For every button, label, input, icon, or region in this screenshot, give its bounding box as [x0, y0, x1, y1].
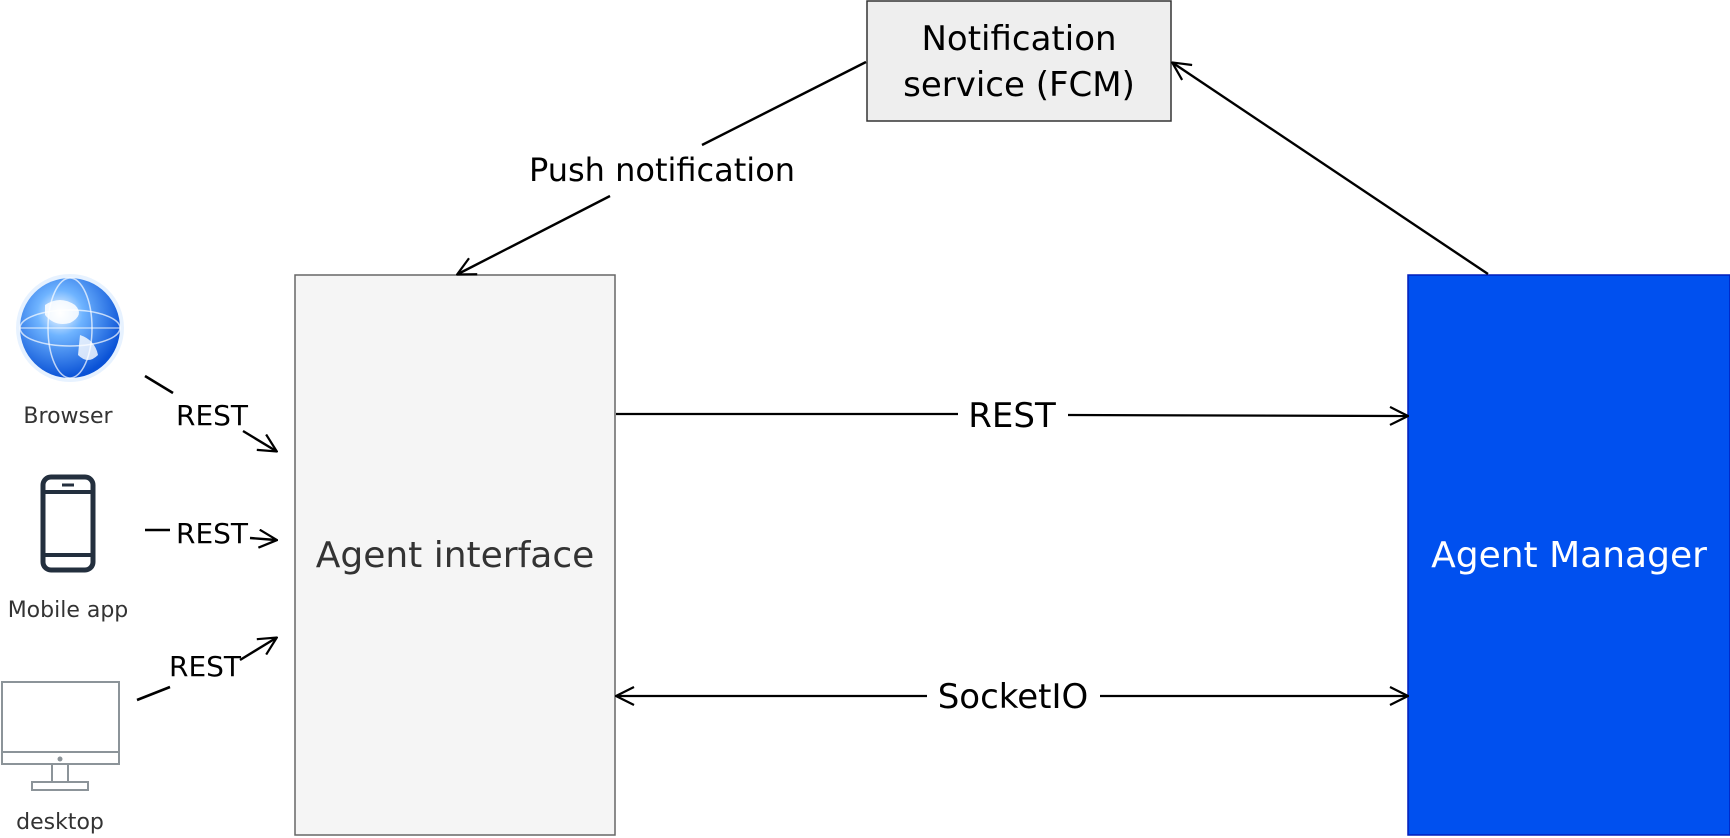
agent-interface-node: Agent interface: [294, 274, 616, 836]
edge-push-line-upper: [701, 60, 867, 147]
globe-icon: [16, 274, 124, 382]
edge-desktop-rest-label: REST: [169, 650, 242, 683]
edge-push-notification: Push notification: [458, 60, 867, 274]
agent-interface-box: [294, 274, 616, 836]
edge-interface-to-manager-rest: REST: [616, 396, 1407, 436]
notification-service-box: [866, 0, 1172, 122]
edge-mobile-rest: REST: [145, 517, 276, 550]
edge-desktop-rest: REST: [136, 638, 276, 702]
edge-manager-to-notification: [1173, 63, 1489, 275]
edge-browser-rest-line-a: [144, 374, 174, 395]
client-browser: Browser: [16, 274, 124, 429]
agent-interface-label: Agent interface: [316, 535, 595, 576]
edge-push-label: Push notification: [529, 151, 795, 189]
edge-push-line-lower: [458, 194, 611, 274]
edge-browser-rest: REST: [144, 374, 276, 451]
edge-browser-rest-line-b: [242, 429, 276, 451]
client-desktop: desktop: [1, 681, 120, 835]
notification-service-label-line1: Notification: [921, 19, 1116, 59]
edge-browser-rest-label: REST: [176, 399, 249, 432]
notification-service-node: Notification service (FCM): [866, 0, 1172, 122]
edge-rest-line-right: [1067, 415, 1407, 416]
edge-desktop-rest-line-a: [136, 685, 171, 702]
agent-manager-node: Agent Manager: [1407, 274, 1730, 836]
smartphone-icon: [40, 474, 96, 573]
agent-manager-box: [1407, 274, 1730, 836]
edge-mobile-rest-label: REST: [176, 517, 249, 550]
client-mobile: Mobile app: [8, 474, 129, 623]
edge-desktop-rest-line-b: [239, 638, 276, 662]
edge-socketio: SocketIO: [617, 677, 1407, 717]
agent-manager-label: Agent Manager: [1431, 535, 1707, 576]
edge-rest-label: REST: [968, 396, 1056, 436]
edge-mobile-rest-line-b: [249, 538, 276, 540]
notification-service-label-line2: service (FCM): [903, 65, 1135, 105]
edge-socketio-label: SocketIO: [938, 677, 1089, 717]
mobile-label: Mobile app: [8, 598, 129, 623]
browser-label: Browser: [23, 404, 113, 429]
desktop-label: desktop: [16, 810, 104, 835]
monitor-icon: [1, 681, 120, 791]
